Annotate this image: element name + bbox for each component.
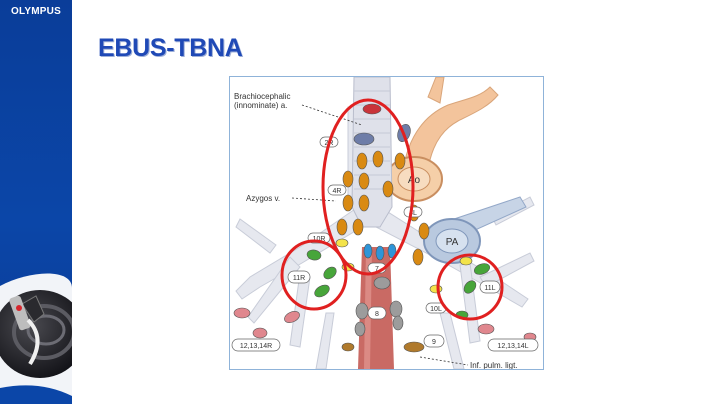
brand-sidebar: OLYMPUS — [0, 0, 72, 404]
station-4r: 4R — [333, 188, 342, 195]
highlight-circles — [280, 98, 504, 321]
station-7: 7 — [375, 266, 379, 273]
station-4l: 4L — [409, 210, 417, 217]
station-labels: 2R 4R 4L 10R 11R 11L 7 8 9 10L 12,13,14R… — [231, 136, 539, 352]
annotations: Brachiocephalic (innominate) a. Azygos v… — [234, 92, 518, 369]
brachiocephalic-label-2: (innominate) a. — [234, 101, 287, 110]
station-10r: 10R — [313, 236, 326, 243]
highlight-mediastinal — [321, 98, 415, 276]
inf-pulm-ligt-label: Inf. pulm. ligt. — [470, 361, 518, 369]
highlight-11r — [280, 239, 348, 311]
highlight-11l — [436, 253, 504, 321]
brachiocephalic-label-1: Brachiocephalic — [234, 92, 290, 101]
station-12-13-14l: 12,13,14L — [497, 343, 528, 350]
station-8: 8 — [375, 311, 379, 318]
ebus-lymph-node-diagram: Ao PA — [229, 76, 544, 370]
brand-logo: OLYMPUS — [11, 6, 61, 17]
station-11r: 11R — [293, 275, 305, 282]
slide-title: EBUS-TBNA — [98, 34, 243, 62]
station-12-13-14r: 12,13,14R — [240, 343, 272, 350]
azygos-label: Azygos v. — [246, 194, 280, 203]
station-10l: 10L — [430, 306, 442, 313]
endoscope-image — [0, 273, 72, 404]
station-9: 9 — [432, 339, 436, 346]
pa-label: PA — [446, 237, 459, 248]
pulmonary-artery: PA — [423, 196, 527, 264]
station-11l: 11L — [484, 285, 495, 292]
